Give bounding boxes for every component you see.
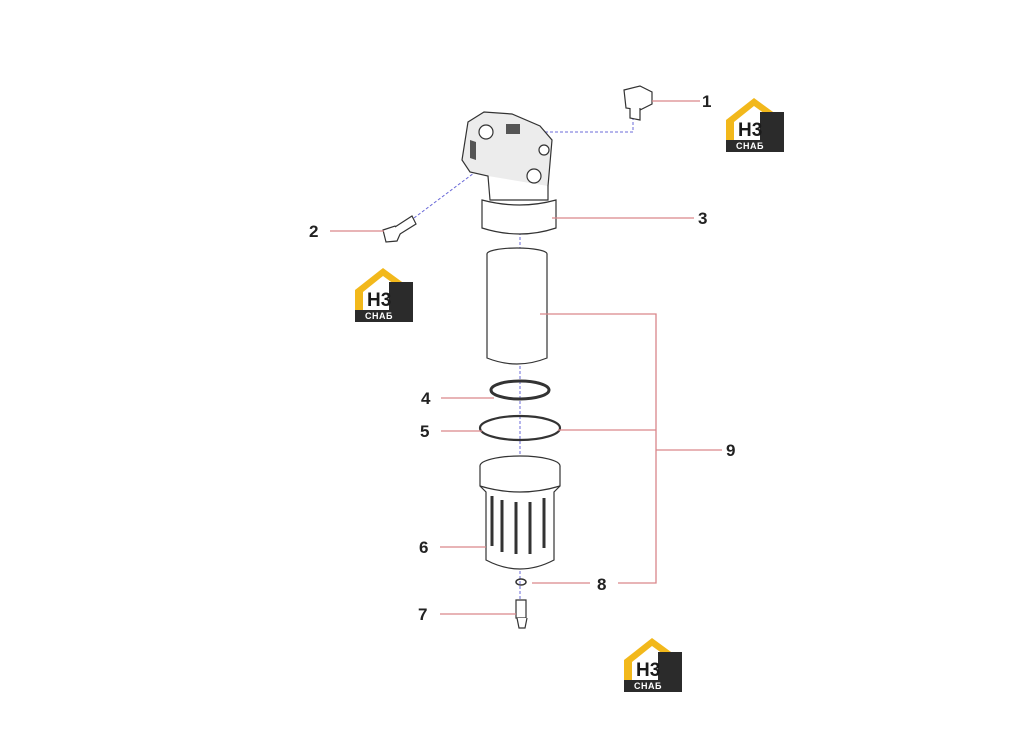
watermark-logo-bottom: СНАБ (736, 141, 764, 151)
callout-8: 8 (597, 575, 606, 594)
callout-6: 6 (419, 538, 428, 557)
bolt-part-2 (382, 215, 417, 243)
callout-5: 5 (420, 422, 429, 441)
callout-4: 4 (421, 389, 431, 408)
callout-7: 7 (418, 605, 427, 624)
collar-part-3 (481, 199, 557, 235)
watermark-logo: H3 СНАБ (355, 268, 413, 322)
leader-lines (330, 100, 722, 615)
callout-1: 1 (702, 92, 711, 111)
filter-head (461, 111, 553, 201)
callout-2: 2 (309, 222, 318, 241)
drain-plug-part-7 (515, 599, 528, 629)
o-ring-part-4 (489, 379, 551, 401)
watermark-logo-bottom: СНАБ (365, 311, 393, 321)
callout-labels: 1 2 3 4 5 6 7 8 9 (309, 92, 735, 624)
bolt-part-1 (623, 85, 653, 121)
callout-9: 9 (726, 441, 735, 460)
watermark-logo-bottom: СНАБ (634, 681, 662, 691)
watermark-logo-top: H3 (636, 660, 660, 681)
watermark-logo: H3 СНАБ (726, 98, 784, 152)
small-seal-part-8 (515, 578, 527, 586)
watermark-logo-top: H3 (367, 290, 391, 311)
watermark-logo: H3 СНАБ (624, 638, 682, 692)
watermark-logo-top: H3 (738, 120, 762, 141)
seal-ring-part-5 (478, 414, 562, 442)
filter-element (486, 247, 548, 365)
bowl-part-6 (479, 455, 561, 570)
callout-3: 3 (698, 209, 707, 228)
